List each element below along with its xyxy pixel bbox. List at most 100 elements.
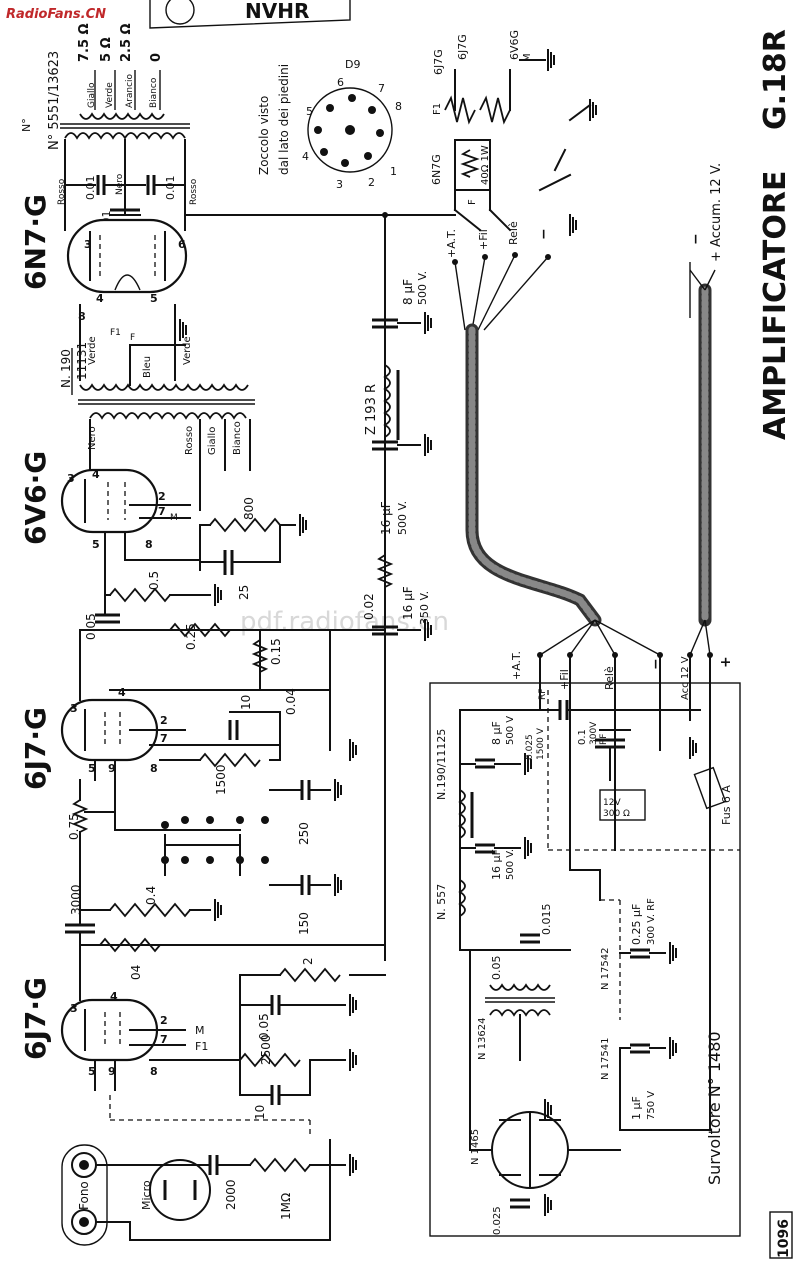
c-2000: 2000 (224, 1179, 238, 1210)
ground-heater (547, 49, 555, 71)
heater-resistor: 40Ω 1W (480, 145, 491, 185)
vibrator-circuit (458, 654, 727, 1209)
6j7-2-pin-9: 9 (108, 762, 116, 775)
ground-vib-1uf (669, 1037, 677, 1059)
c-3000: 3000 (69, 884, 83, 915)
filter-choke: Z 193 R (364, 384, 379, 435)
6n7-f: F (130, 333, 135, 343)
filter-section (372, 318, 421, 636)
6v6-pin-2: 2 (158, 490, 166, 503)
socket-diagram (307, 87, 393, 173)
vib-01: 0.1 (577, 729, 588, 745)
6j7-1-pin-7: 7 (160, 1033, 168, 1046)
ot-tap-4: 0 (149, 53, 164, 62)
filter-cap3-value: 16 μF (401, 586, 415, 620)
socket-pin-1: 1 (390, 165, 397, 178)
vib-0025-volt: 1500 V (536, 727, 546, 760)
vib-n17541: N 17541 (600, 1038, 611, 1080)
ground-c005b (349, 994, 357, 1016)
6v6-pin-4: 4 (92, 468, 100, 481)
dt-prefix: N. (59, 375, 73, 388)
dt-wire-6: Giallo (207, 427, 218, 455)
6j7-2-pin-3: 3 (70, 702, 78, 715)
c-10b: 10 (253, 1105, 267, 1120)
tube-6j7-stage1 (60, 998, 346, 1135)
6j7-2-pin-8: 8 (150, 762, 158, 775)
conn-bot-rele: Relè (603, 666, 616, 690)
ground-tone-250 (334, 779, 342, 801)
r-2: 2 (301, 957, 315, 965)
ot-primary-3: Rosso (189, 178, 199, 205)
battery-minus: − (688, 233, 704, 245)
ground-6j7-1-cathode (349, 1049, 357, 1071)
heater-tube-3: 6V6G (508, 30, 521, 60)
dt-wire-1: Verde (87, 336, 98, 365)
socket-pin-7: 7 (378, 82, 385, 95)
dt-ref-num: 190 (59, 349, 73, 372)
input-section (61, 1139, 346, 1246)
6j7-1-pin-3: 3 (70, 1002, 78, 1015)
conn-bot-acc: Acc 12 V (680, 656, 691, 700)
dt-wire-5: Rosso (184, 426, 195, 455)
filter-res: 0.02 (362, 593, 376, 620)
conn-bot-fil: +Fil (558, 669, 571, 690)
vib-01-rf: RF (599, 734, 609, 745)
vib-n557: N. 557 (435, 884, 448, 920)
6j7-2-pin-7: 7 (160, 732, 168, 745)
conn-top-fil: +Fil (477, 229, 490, 250)
ot-ref: N° 5551/13623 (47, 51, 62, 150)
battery-plus: + Accum. 12 V. (709, 163, 724, 262)
coupling-section (65, 902, 386, 1061)
ot-primary-2: Nero (115, 173, 125, 195)
conn-top-minus: − (536, 228, 552, 240)
r-04b: 04 (129, 965, 143, 980)
vib-relay-ohm: 300 Ω (603, 809, 630, 819)
vib-n190: N.190/11125 (435, 729, 448, 800)
stamp-tube-icon (165, 0, 195, 25)
filter-cap1-volt: 500 V. (416, 271, 429, 305)
stamp-box (149, 0, 351, 29)
6j7-1-pin-8: 8 (150, 1065, 158, 1078)
output-transformer (60, 70, 190, 231)
vib-16uf-volt: 500 V. (505, 849, 516, 880)
conn-bot-plus: + (718, 656, 734, 668)
ground-6j7-2 (349, 739, 357, 761)
6v6-pin-3: 3 (67, 472, 75, 485)
vib-005: 0.05 (490, 956, 503, 981)
heater-network (444, 59, 592, 232)
6j7-1-m: M (195, 1024, 205, 1037)
ground-vib-025 (669, 942, 677, 964)
input-fono: Fono (77, 1181, 91, 1210)
page-number-box (769, 1211, 793, 1259)
socket-caption-1: Zoccolo visto (257, 96, 271, 175)
ground-filter-2 (424, 434, 432, 456)
vib-16uf: 16 μF (490, 849, 503, 880)
vibrator-title: Survoltore N° 1480 (705, 1031, 724, 1185)
6v6-pin-5: 5 (92, 538, 100, 551)
c-005b: 0.05 (257, 1013, 271, 1040)
heater-f1: F1 (432, 103, 443, 115)
filter-cap3-volt: 350 V. (418, 591, 431, 625)
dt-wire-2: Bleu (142, 356, 153, 378)
ground-r04 (214, 899, 222, 921)
r-2500: 2500 (259, 1034, 273, 1065)
dt-wire-7: Bianco (232, 421, 243, 455)
vib-1uf-volt: 750 V (646, 1091, 657, 1120)
watermark-top: RadioFans.CN (6, 7, 106, 22)
r-05: 0.5 (147, 571, 161, 590)
vib-01-volt: 300V (589, 721, 599, 745)
vib-n17542: N 17542 (600, 948, 611, 990)
filter-cap1-value: 8 μF (401, 279, 415, 305)
vibrator-box (429, 682, 741, 1237)
6j7-1-pin-9: 9 (108, 1065, 116, 1078)
ot-cap-1: 0.01 (84, 176, 97, 201)
ground-filter-1 (424, 312, 432, 334)
ground-connector-top (569, 214, 577, 236)
stamp-text: NVHR (245, 0, 309, 23)
conn-top-rele: Relè (507, 221, 520, 245)
vib-0015: 0.015 (540, 904, 553, 936)
filter-cap2-value: 16 μF (379, 501, 393, 535)
r-1500: 1500 (214, 764, 228, 795)
